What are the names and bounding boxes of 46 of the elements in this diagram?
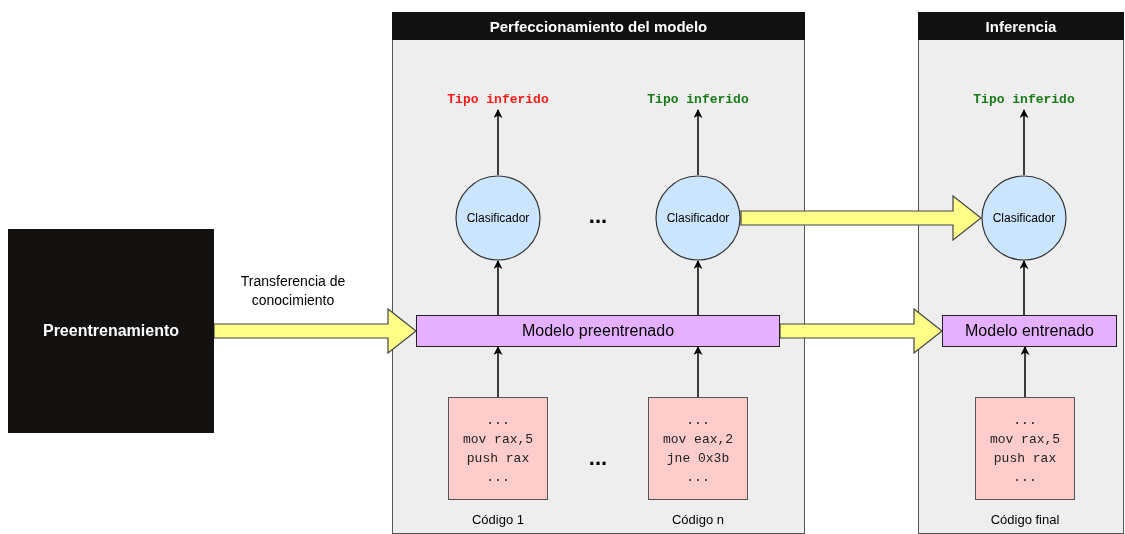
code-line: mov rax,5 <box>462 430 534 449</box>
ellipsis-text: ... <box>587 448 609 468</box>
output-label: Tipo inferido <box>973 91 1075 107</box>
code-line: push rax <box>993 449 1057 468</box>
arrow <box>493 109 503 176</box>
code-line: ... <box>486 468 510 487</box>
output-label: Tipo inferido <box>647 91 749 107</box>
edge-label: Transferencia de conocimiento <box>239 272 347 310</box>
code-line: ... <box>486 411 510 430</box>
arrow <box>1020 346 1030 398</box>
classifier-label: Clasificador <box>466 211 530 225</box>
arrow <box>493 346 503 398</box>
arrow <box>693 109 703 176</box>
arrow <box>1019 109 1029 176</box>
block-arrow <box>740 194 982 242</box>
block-arrow <box>213 307 417 355</box>
code-caption: Código 1 <box>470 512 525 527</box>
arrow <box>493 260 503 316</box>
stage-panel <box>392 12 805 534</box>
panel-title: Inferencia <box>918 12 1124 40</box>
ellipsis-text: ... <box>587 206 609 226</box>
output-label: Tipo inferido <box>447 91 549 107</box>
stage-box: Preentrenamiento <box>8 229 214 433</box>
model-box: Modelo entrenado <box>942 315 1117 347</box>
arrow <box>693 346 703 398</box>
code-line: ... <box>1013 411 1037 430</box>
model-box: Modelo preentrenado <box>416 315 780 347</box>
code-line: push rax <box>466 449 530 468</box>
classifier-label: Clasificador <box>666 211 730 225</box>
block-arrow <box>779 307 943 355</box>
code-line: ... <box>686 411 710 430</box>
panel-title: Perfeccionamiento del modelo <box>392 12 805 40</box>
classifier-label: Clasificador <box>992 211 1056 225</box>
code-line: ... <box>686 468 710 487</box>
code-line: mov eax,2 <box>662 430 734 449</box>
stage-panel <box>918 12 1124 534</box>
code-caption: Código n <box>670 512 725 527</box>
arrow <box>1019 260 1029 316</box>
code-box <box>975 397 1075 500</box>
code-box <box>448 397 548 500</box>
code-line: mov rax,5 <box>989 430 1061 449</box>
code-box <box>648 397 748 500</box>
code-caption: Código final <box>989 512 1061 527</box>
arrow <box>693 260 703 316</box>
code-line: ... <box>1013 468 1037 487</box>
code-line: jne 0x3b <box>666 449 730 468</box>
